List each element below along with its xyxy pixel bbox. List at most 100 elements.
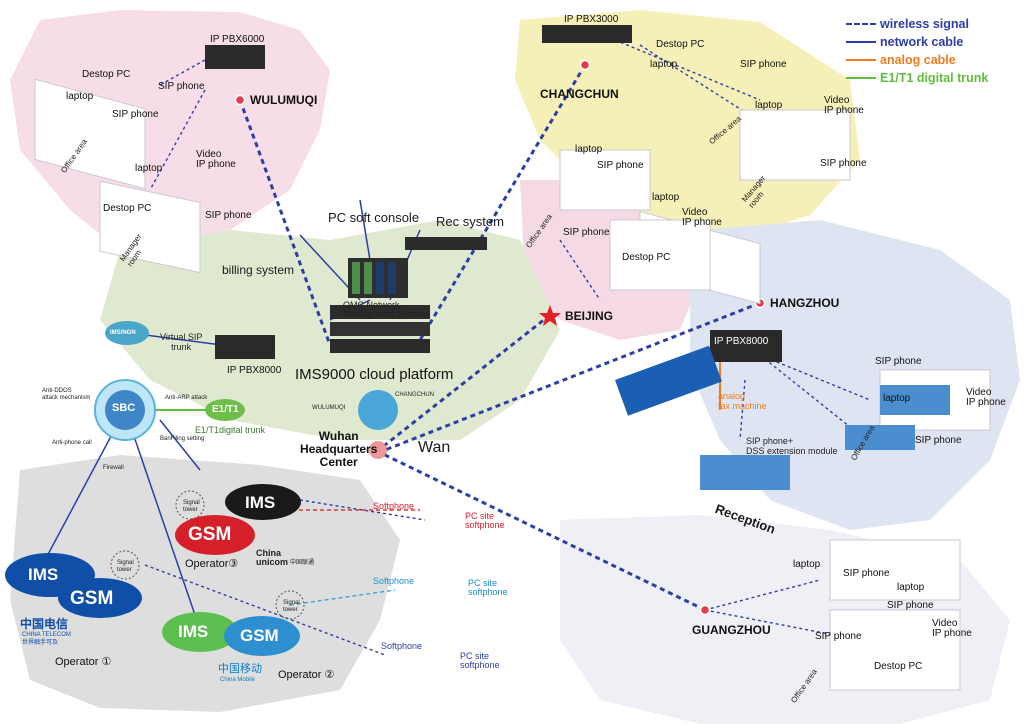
- rec-system-label: Rec system: [436, 214, 504, 229]
- china-telecom-slogan: 世界触手可及: [22, 640, 59, 646]
- anti-phone-label: Anti-phone call: [52, 440, 92, 446]
- signal-towers: [110, 490, 305, 620]
- omc-rack: [348, 258, 408, 298]
- cc-sip-phone-1: SIP phone: [740, 59, 787, 70]
- gz-sip-phone-3: SIP phone: [887, 600, 934, 611]
- wlmq-laptop-2: laptop: [135, 163, 163, 174]
- op3-ims: IMS: [245, 493, 276, 512]
- wlmq-destop-pc-bottom: Destop PC: [103, 203, 152, 214]
- guangzhou-marker: [699, 604, 711, 616]
- signal-tower-op1: Signal tower: [117, 560, 134, 573]
- wlmq-sip-phone-bottom: SIP phone: [205, 210, 252, 221]
- softphone-3-label: Softphone: [381, 641, 423, 651]
- anti-ddos-label: Anti-DDOS attack mechanism: [42, 388, 91, 401]
- legend-network-key: [846, 41, 876, 43]
- softphone-1-label: Softphone: [373, 501, 415, 511]
- city-wuhan: Wuhan Headquarters Center: [300, 429, 378, 469]
- bj-video-ip-phone: Video IP phone: [682, 207, 722, 228]
- bj-sip-phone-1: SIP phone: [597, 160, 644, 171]
- ims9000-servers: [330, 305, 430, 353]
- bj-destop-pc: Destop PC: [622, 252, 671, 263]
- legend-network-label: network cable: [880, 35, 964, 49]
- e1-badge: [205, 399, 245, 421]
- city-guangzhou: GUANGZHOU: [692, 623, 771, 637]
- city-wulumuqi: WULUMUQI: [250, 93, 318, 107]
- analog-fax-label: analog fax machine: [718, 391, 767, 411]
- changchun-marker: [579, 59, 591, 71]
- billing-system-label: billing system: [222, 263, 295, 277]
- bj-sip-phone-2: SIP phone: [563, 227, 610, 238]
- gz-destop-pc: Destop PC: [874, 661, 923, 672]
- legend-e1: E1/T1 digital trunk: [846, 70, 1024, 88]
- pc-site-1-label: PC site softphone: [465, 511, 505, 530]
- legend-wireless-key: [846, 23, 876, 25]
- pbx8000-hz-device: [710, 330, 782, 362]
- pc-site-2-label: PC site softphone: [468, 578, 508, 597]
- operator-1-label: Operator ①: [55, 656, 112, 668]
- backbone-links: [238, 64, 761, 612]
- operator-2-label: Operator ②: [278, 669, 335, 681]
- hz-laptop: laptop: [883, 393, 911, 404]
- signal-tower-op2: Signal tower: [283, 600, 300, 613]
- virtual-sip-label: Virtual SIP trunk: [160, 332, 203, 352]
- hz-sip-phone-1: SIP phone: [875, 356, 922, 367]
- pbx6000-label: IP PBX6000: [210, 34, 265, 45]
- legend-network: network cable: [846, 34, 1024, 52]
- legend-e1-key: [846, 77, 876, 79]
- sip-dss-label: SIP phone+ DSS extension module: [746, 436, 838, 456]
- wlmq-sip-phone-top: SIP phone: [158, 81, 205, 92]
- operator-3-label: Operator③: [185, 558, 239, 570]
- wuhan-marker: [369, 441, 387, 459]
- cc-sip-phone-3: SIP phone: [820, 158, 867, 169]
- office-desks: [34, 78, 991, 691]
- pc-soft-console-label: PC soft console: [328, 210, 420, 225]
- op1-gsm: GSM: [70, 588, 114, 609]
- legend-e1-label: E1/T1 digital trunk: [880, 71, 989, 85]
- china-telecom-logo-cn: 中国电信: [20, 617, 69, 631]
- region-hangzhou: [690, 220, 1020, 530]
- hz-sip-phone-2: SIP phone: [915, 435, 962, 446]
- ims-ngn-cloud: [105, 321, 149, 345]
- wulumuqi-marker: [234, 94, 246, 106]
- gz-laptop-2: laptop: [897, 582, 925, 593]
- wuhan-globe: [358, 390, 398, 430]
- cc-video-ip-phone: Video IP phone: [824, 95, 864, 116]
- wlmq-sip-phone-2: SIP phone: [112, 109, 159, 120]
- wan-label: Wan: [418, 439, 451, 456]
- cyan-links: [289, 589, 396, 606]
- operator-clouds: [5, 484, 301, 656]
- softphone-2-label: Softphone: [373, 576, 415, 586]
- wlmq-laptop-1: laptop: [66, 91, 94, 102]
- banfiling-label: BanFiling setting: [160, 436, 205, 442]
- beijing-star: [539, 305, 561, 326]
- rec-system-device: [405, 237, 487, 250]
- anti-arp-label: Anti-ARP attack: [165, 395, 208, 401]
- city-beijing: BEIJING: [565, 309, 614, 323]
- china-mobile-sign: [614, 345, 722, 416]
- china-telecom-logo-en: CHINA TELECOM: [22, 632, 71, 638]
- sbc-label: SBC: [112, 402, 136, 414]
- ims9000-label: IMS9000 cloud platform: [295, 366, 454, 383]
- legend-wireless-label: wireless signal: [880, 17, 969, 31]
- op2-gsm: GSM: [240, 626, 279, 645]
- op1-ims: IMS: [28, 565, 59, 584]
- china-mobile-logo-en: China Mobile: [220, 677, 256, 683]
- pbx8000-hz-label: IP PBX8000: [714, 336, 769, 347]
- cc-laptop-2: laptop: [755, 100, 783, 111]
- gz-laptop-1: laptop: [793, 559, 821, 570]
- gz-sip-phone-1: SIP phone: [843, 568, 890, 579]
- pbx8000-left-device: [215, 335, 275, 359]
- pbx3000-device: [542, 25, 632, 43]
- wlmq-destop-pc-top: Destop PC: [82, 69, 131, 80]
- legend-analog-key: [846, 59, 876, 61]
- ims-ngn-label: IMS/NGN: [110, 330, 136, 336]
- legend-analog: analog cable: [846, 52, 1024, 70]
- china-unicom-logo-cn: 中国联通: [290, 560, 315, 566]
- cc-laptop-1: laptop: [650, 59, 678, 70]
- china-unicom-logo-en: China unicom: [256, 548, 289, 567]
- op2-ims: IMS: [178, 622, 209, 641]
- legend-analog-label: analog cable: [880, 53, 956, 67]
- hz-video-ip-phone: Video IP phone: [966, 387, 1006, 408]
